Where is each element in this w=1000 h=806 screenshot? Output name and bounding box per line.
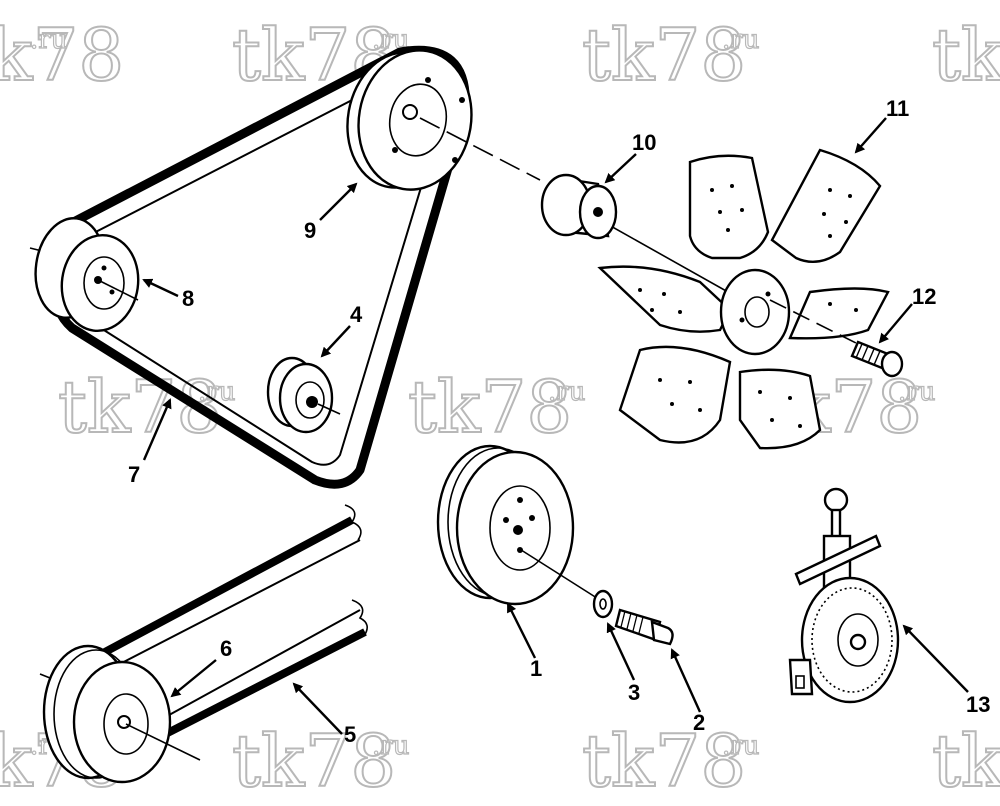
callout-labels: 1 2 3 4 5 6 7 8 9 10 11 12 13 xyxy=(128,96,990,747)
cooling-fan xyxy=(597,148,890,450)
svg-text:.ru: .ru xyxy=(372,731,409,761)
crankshaft-pulley xyxy=(436,444,601,606)
idler-pulley xyxy=(266,356,341,434)
svg-text:.ru: .ru xyxy=(722,25,759,55)
svg-text:.ru: .ru xyxy=(198,377,235,407)
washer xyxy=(592,589,614,619)
fan-pulley xyxy=(346,49,473,191)
svg-text:tk78: tk78 xyxy=(0,13,124,97)
svg-text:tk78: tk78 xyxy=(932,719,1000,803)
callout-4: 4 xyxy=(350,302,363,327)
fan-spacer xyxy=(540,173,618,240)
crank-pulley-left xyxy=(29,217,140,333)
callout-10: 10 xyxy=(632,130,656,155)
fan-bolt xyxy=(769,299,904,378)
svg-text:.ru: .ru xyxy=(548,377,585,407)
callout-6: 6 xyxy=(220,636,232,661)
svg-text:.ru: .ru xyxy=(722,731,759,761)
callout-5: 5 xyxy=(344,722,356,747)
callout-7: 7 xyxy=(128,462,140,487)
svg-text:tk78: tk78 xyxy=(408,365,572,449)
watermark: tk78.ru xyxy=(581,718,760,804)
callout-1: 1 xyxy=(530,656,542,681)
svg-text:.ru: .ru xyxy=(30,25,67,55)
callout-2: 2 xyxy=(693,710,705,735)
callout-11: 11 xyxy=(886,96,909,121)
v-belt-lower xyxy=(88,504,368,746)
leader-arrows xyxy=(142,117,969,735)
callout-8: 8 xyxy=(182,286,194,311)
callout-9: 9 xyxy=(304,218,316,243)
callout-12: 12 xyxy=(912,284,936,309)
watermark: tk78 xyxy=(931,718,1000,804)
svg-text:tk78: tk78 xyxy=(932,13,1000,97)
callout-3: 3 xyxy=(628,680,640,705)
watermark: tk78.ru xyxy=(231,718,410,804)
pulley-bolt xyxy=(614,608,674,646)
svg-text:tk78: tk78 xyxy=(232,719,396,803)
svg-text:tk78: tk78 xyxy=(582,719,746,803)
callout-13: 13 xyxy=(966,692,990,717)
svg-text:.ru: .ru xyxy=(898,377,935,407)
watermark: tk78 xyxy=(931,12,1000,98)
watermark: tk78.ru xyxy=(407,364,586,450)
watermark: tk78.ru xyxy=(581,12,760,98)
watermark: tk78.ru xyxy=(0,12,125,98)
timing-tool xyxy=(788,487,900,704)
lower-pulley xyxy=(39,644,201,784)
svg-text:tk78: tk78 xyxy=(582,13,746,97)
